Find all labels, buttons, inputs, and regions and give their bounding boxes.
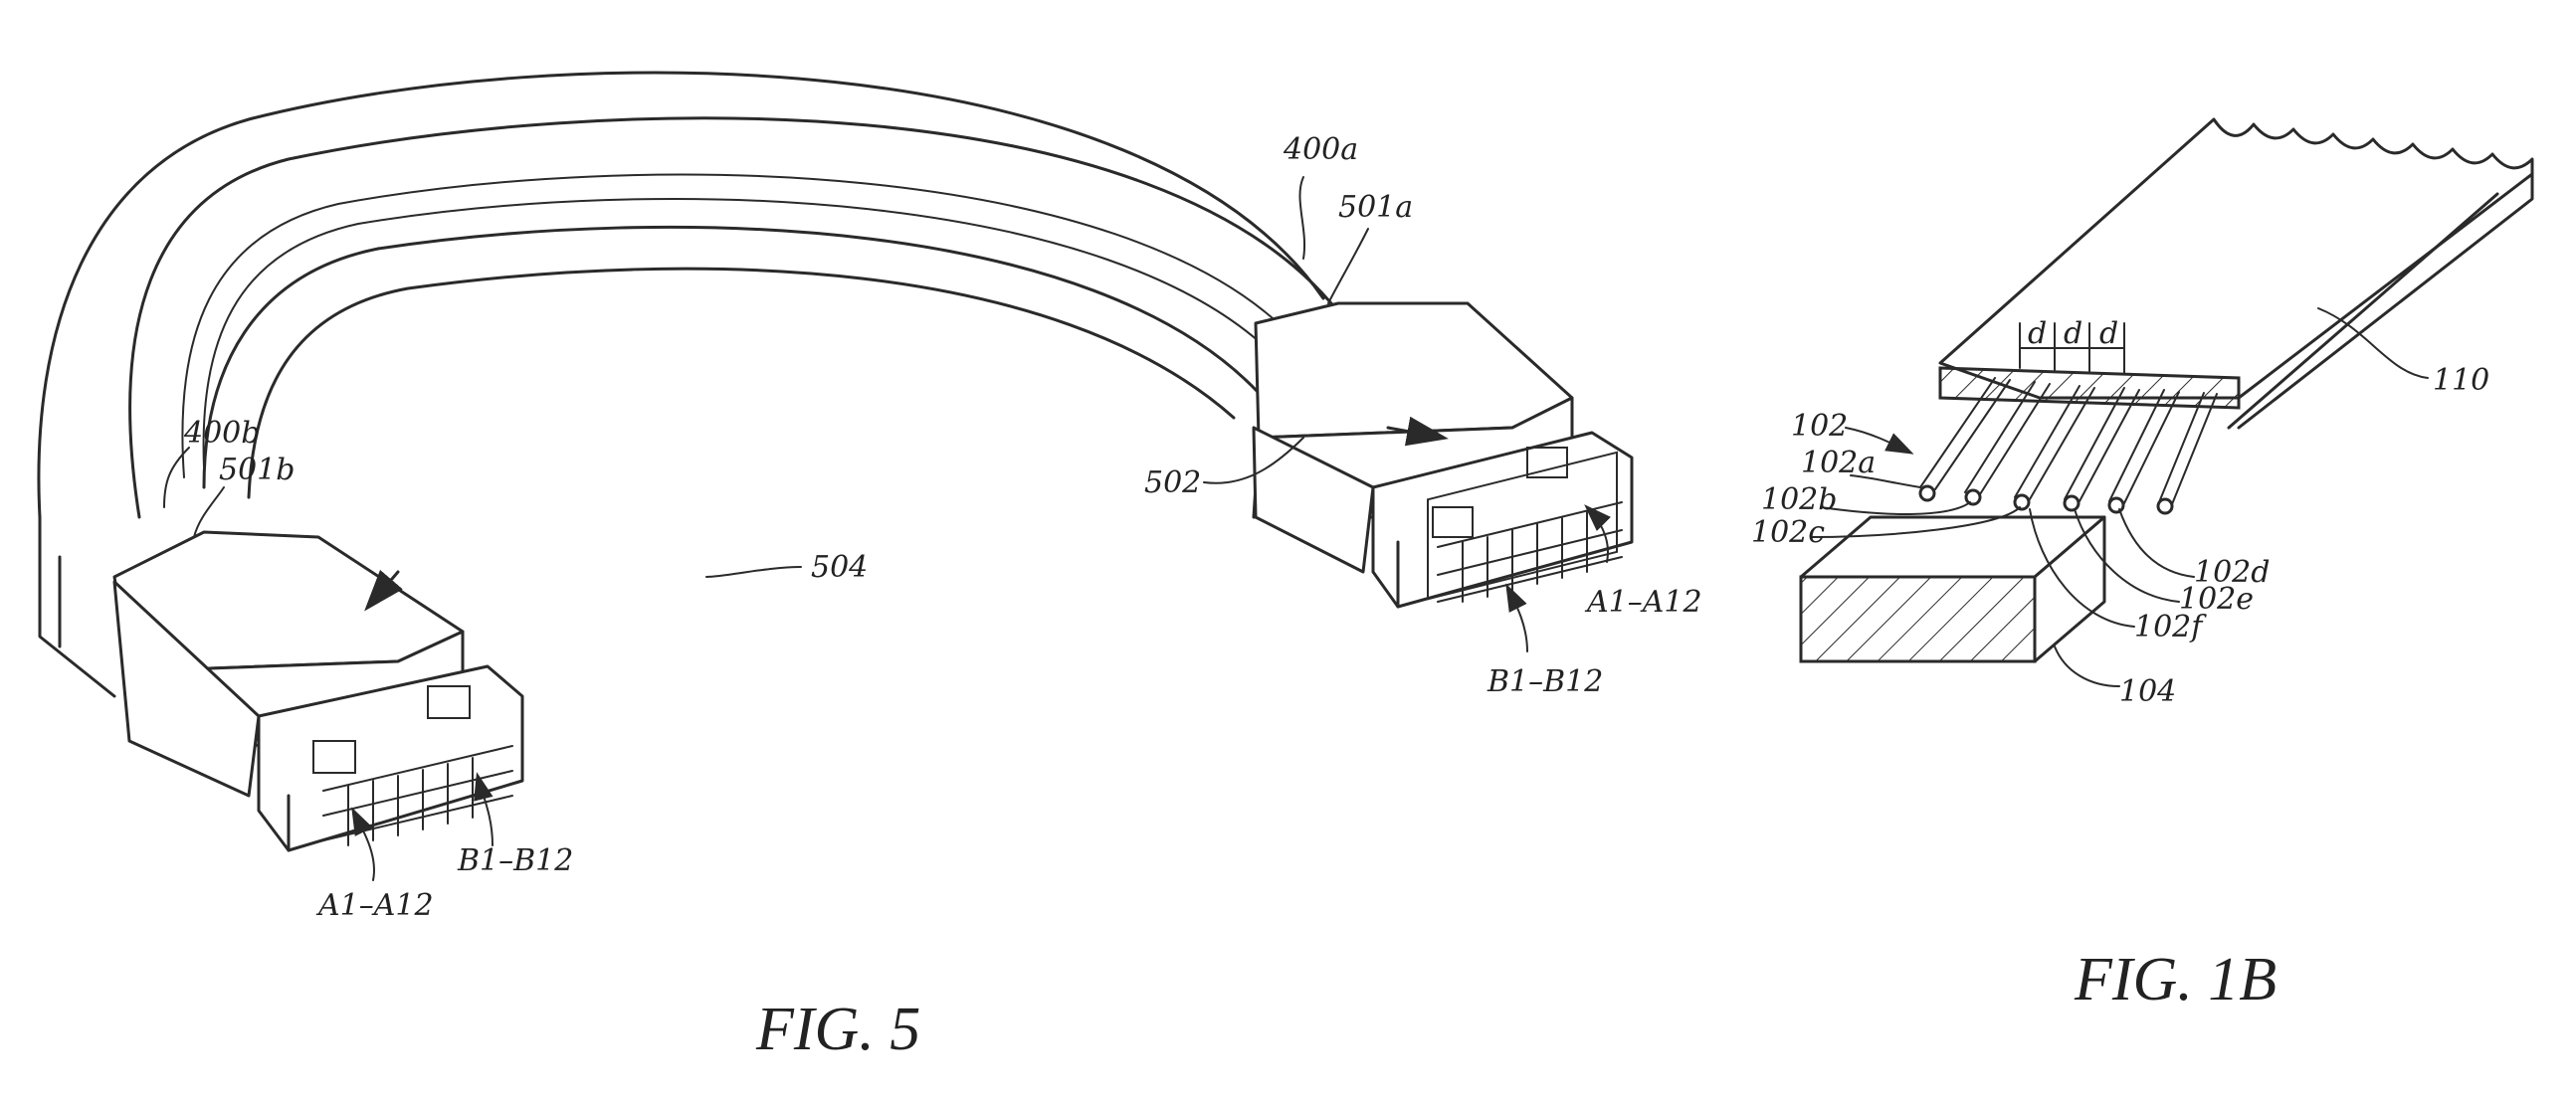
label-102c: 102c [1751, 515, 1825, 550]
label-102b: 102b [1761, 482, 1837, 517]
label-d-2: d [2064, 316, 2082, 351]
label-104: 104 [2119, 674, 2176, 709]
leader-102b [1821, 502, 1970, 514]
label-110: 110 [2433, 363, 2489, 398]
fig5-caption: FIG. 5 [755, 996, 920, 1063]
leader-501b [194, 487, 224, 537]
leader-102d [2119, 509, 2194, 577]
fig1b-caption: FIG. 1B [2074, 946, 2277, 1013]
label-501b: 501b [219, 453, 295, 487]
connector-502 [1254, 303, 1632, 607]
fig5-cable-assembly: 400a 501a 400b 501b 502 504 A1–A12 B1–B1… [39, 73, 1702, 1063]
label-d-1: d [2028, 316, 2047, 351]
substrate-104 [1801, 517, 2104, 661]
label-400b: 400b [183, 416, 260, 451]
leader-400b [164, 448, 189, 507]
leader-501a [1328, 229, 1368, 303]
label-b1-b12-left: B1–B12 [457, 843, 573, 878]
leader-504 [706, 567, 801, 577]
label-501a: 501a [1338, 190, 1413, 225]
label-a1-a12-right: A1–A12 [1584, 585, 1702, 620]
label-d-3: d [2099, 316, 2118, 351]
leader-104 [2055, 646, 2119, 686]
label-102a: 102a [1801, 446, 1876, 480]
label-502: 502 [1144, 465, 1201, 500]
label-a1-a12-left: A1–A12 [315, 888, 434, 923]
connector-504 [114, 532, 522, 850]
ribbon-top-surface [1940, 119, 2532, 398]
fig1b-ribbon-cable: 110 102 102a 102b 102c 102d 102e 102f 10… [1751, 119, 2532, 1013]
leader-b-right [1507, 587, 1527, 651]
label-400a: 400a [1283, 132, 1358, 167]
label-102: 102 [1791, 409, 1848, 444]
label-504: 504 [811, 550, 868, 585]
label-102f: 102f [2134, 610, 2207, 644]
label-b1-b12-right: B1–B12 [1486, 664, 1603, 699]
leader-400a [1299, 177, 1304, 259]
